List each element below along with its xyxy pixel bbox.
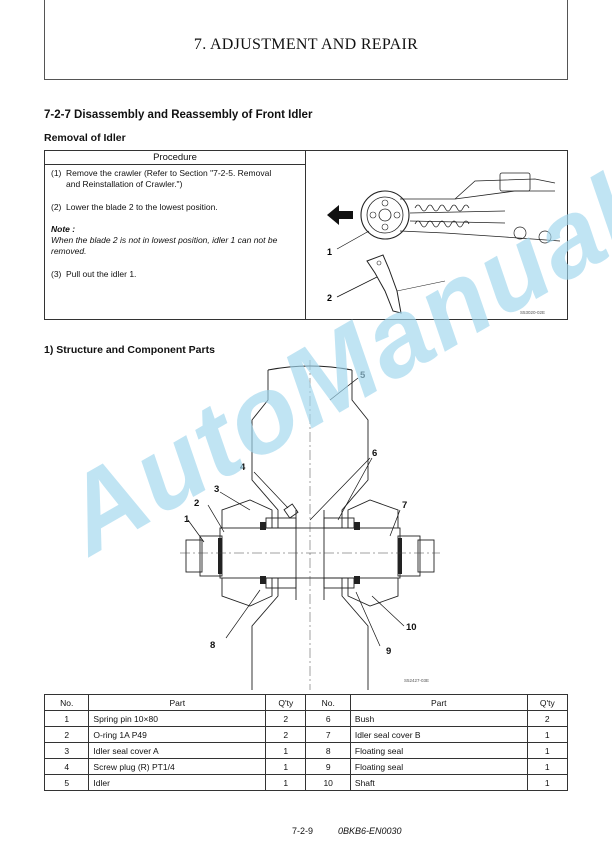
procedure-note: Note : When the blade 2 is not in lowest…: [51, 224, 301, 257]
table-cell: 1: [526, 726, 569, 743]
table-cell: Shaft: [349, 774, 528, 791]
table-cell: Idler seal cover B: [349, 726, 528, 743]
table-cell: 1: [265, 774, 307, 791]
table-cell: 2: [526, 710, 569, 727]
callout-10: 10: [406, 622, 417, 633]
callout-1: 1: [327, 247, 332, 257]
procedure-step-3: (3)Pull out the idler 1.: [51, 269, 137, 279]
removal-heading: Removal of Idler: [44, 132, 126, 144]
callout-4: 4: [240, 462, 246, 473]
page-number: 7-2-9: [292, 826, 314, 836]
table-cell: 7: [305, 726, 351, 743]
note-title: Note :: [51, 224, 76, 234]
table-cell: 1: [43, 710, 90, 727]
table-cell: Idler seal cover A: [88, 742, 267, 759]
callout-1: 1: [184, 514, 190, 525]
chapter-title: 7. ADJUSTMENT AND REPAIR: [193, 36, 419, 53]
section-heading: 7-2-7 Disassembly and Reassembly of Fron…: [44, 109, 313, 121]
idler-structure-diagram: 1 2 3 4 5 6 7 8 9 10 S52427-03E: [180, 360, 440, 690]
callout-6: 6: [372, 448, 377, 459]
table-cell: Floating seal: [349, 758, 528, 775]
table-cell: Screw plug (R) PT1/4: [88, 758, 267, 775]
callout-9: 9: [386, 646, 391, 657]
chapter-header: 7. ADJUSTMENT AND REPAIR: [44, 0, 568, 80]
figure-code: S53020-02E: [520, 310, 545, 315]
callout-3: 3: [214, 484, 219, 495]
table-cell: 1: [526, 758, 569, 775]
callout-7: 7: [402, 500, 407, 511]
procedure-table: Procedure (1)Remove the crawler (Refer t…: [44, 150, 568, 320]
callout-2: 2: [327, 293, 332, 303]
parts-table-header: No. Part Q'ty No. Part Q'ty: [43, 694, 569, 711]
table-cell: 1: [526, 774, 569, 791]
table-cell: 3: [43, 742, 90, 759]
table-cell: Idler: [88, 774, 267, 791]
table-cell: 1: [265, 742, 307, 759]
table-cell: 8: [305, 742, 351, 759]
table-cell: 2: [43, 726, 90, 743]
procedure-header: Procedure: [153, 152, 197, 163]
table-cell: 2: [265, 710, 307, 727]
table-cell: 4: [43, 758, 90, 775]
structure-heading: 1) Structure and Component Parts: [44, 344, 215, 356]
callout-8: 8: [210, 640, 215, 651]
blade-icon: [366, 254, 402, 314]
table-cell: 5: [43, 774, 90, 791]
table-cell: 6: [305, 710, 351, 727]
table-cell: Floating seal: [349, 742, 528, 759]
table-cell: 2: [265, 726, 307, 743]
table-cell: 1: [265, 758, 307, 775]
procedure-step-2: (2)Lower the blade 2 to the lowest posit…: [51, 202, 218, 212]
callout-5: 5: [360, 370, 366, 381]
idler-wheel-icon: [360, 190, 410, 240]
table-cell: 9: [305, 758, 351, 775]
arrow-left-icon: [327, 205, 353, 225]
table-cell: Bush: [349, 710, 528, 727]
table-cell: Spring pin 10×80: [88, 710, 267, 727]
idler-removal-illustration: 1 2 S53020-02E: [327, 172, 561, 315]
table-cell: 10: [305, 774, 351, 791]
table-cell: O-ring 1A P49: [88, 726, 267, 743]
procedure-step-1: (1)Remove the crawler (Refer to Section …: [51, 168, 272, 189]
callout-2: 2: [194, 498, 199, 509]
table-cell: 1: [526, 742, 569, 759]
document-code: 0BKB6-EN0030: [338, 826, 402, 836]
figure-code: S52427-03E: [404, 678, 429, 683]
